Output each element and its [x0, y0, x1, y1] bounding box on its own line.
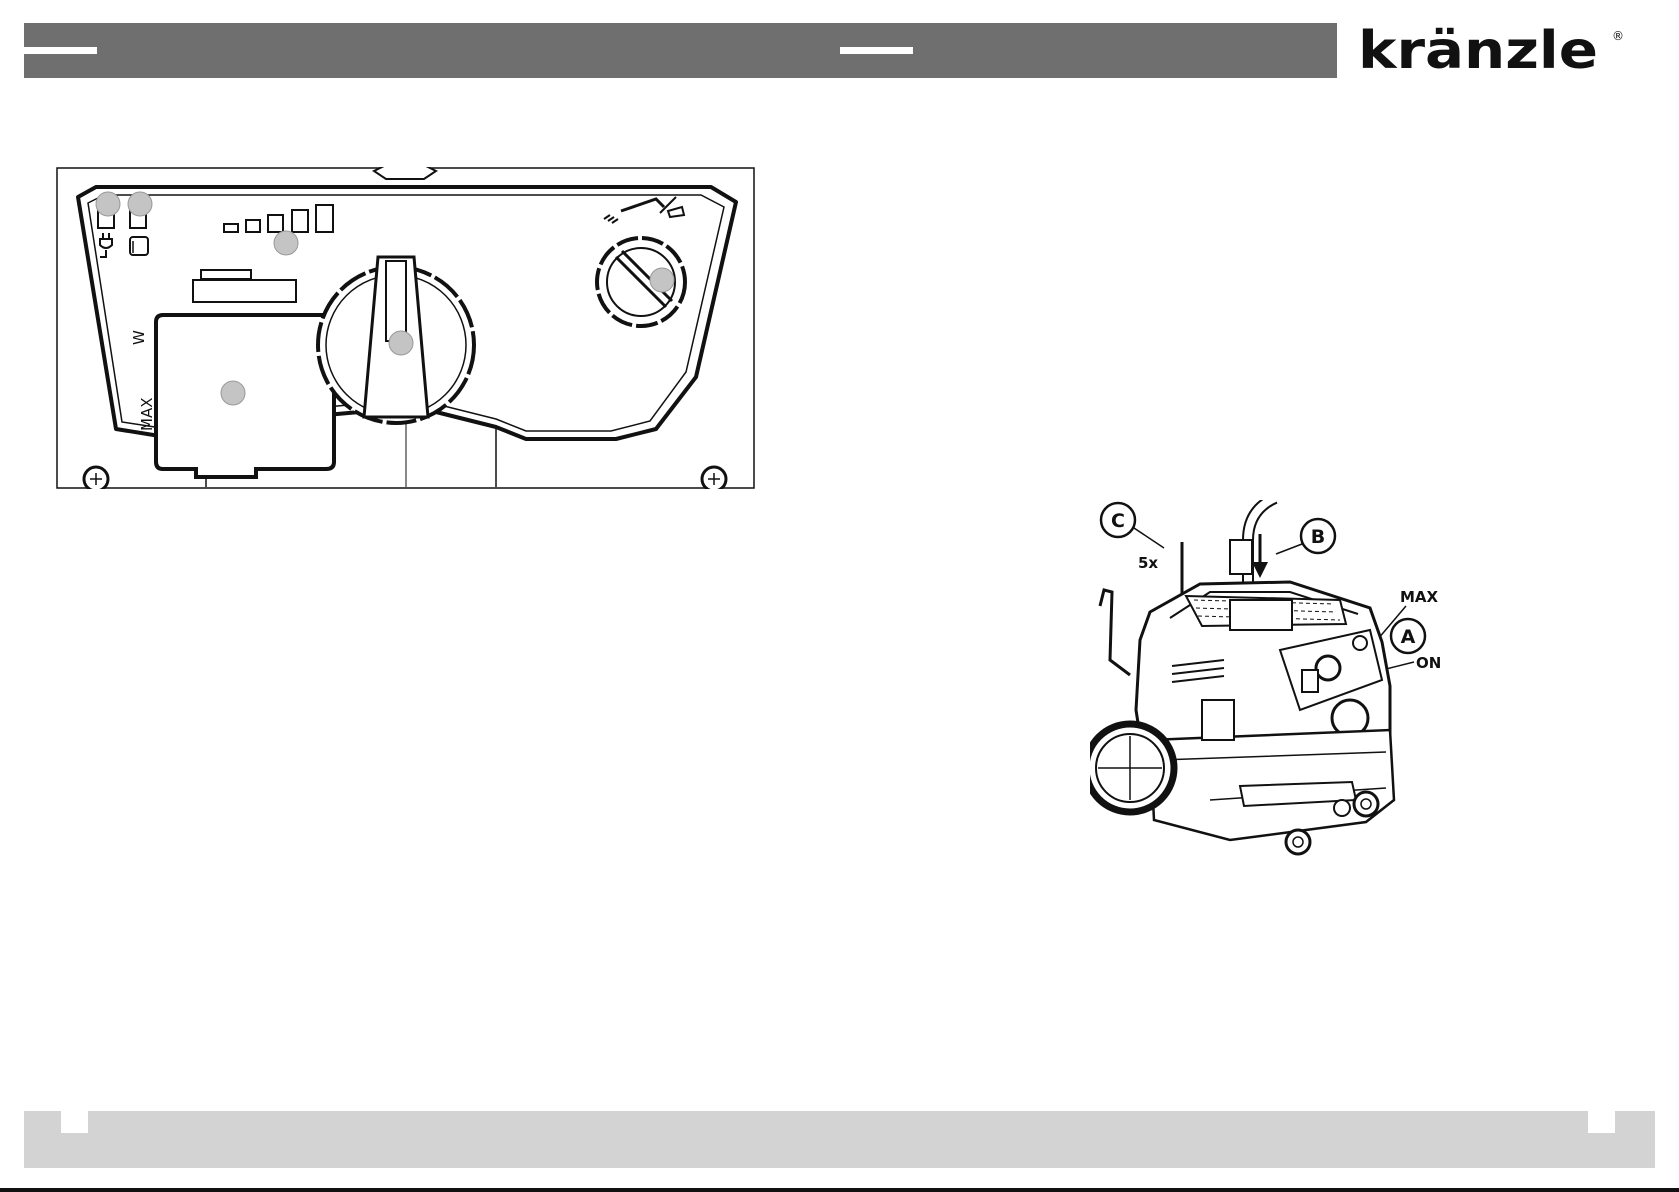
- callout-c-count: 5x: [1138, 554, 1158, 572]
- kranzle-logo: kränzle ®: [1350, 20, 1630, 80]
- logo-registered-mark: ®: [1612, 29, 1624, 43]
- header-dash-center: [840, 47, 913, 54]
- screw-left: [84, 467, 108, 489]
- vacuum-machine-figure: C 5x B MAX A ON: [1090, 500, 1450, 920]
- panel-w-label: W: [130, 330, 148, 345]
- callout-b-label: B: [1311, 526, 1325, 548]
- panel-max-label: MAX: [138, 398, 156, 431]
- footer-bar: [24, 1111, 1655, 1168]
- control-panel-figure: W MAX: [56, 167, 755, 489]
- callout-a-label: A: [1401, 626, 1416, 648]
- callout-c-label: C: [1111, 510, 1125, 532]
- bottom-rule: [0, 1188, 1679, 1192]
- callout-on-label: ON: [1416, 654, 1441, 672]
- callout-max-label: MAX: [1400, 588, 1439, 606]
- footer-notch-right: [1588, 1111, 1615, 1133]
- footer-notch-left: [61, 1111, 88, 1133]
- header-dash-left: [24, 47, 97, 54]
- header-bar: [24, 23, 1337, 78]
- logo-wordmark: kränzle: [1358, 21, 1598, 80]
- screw-right: [702, 467, 726, 489]
